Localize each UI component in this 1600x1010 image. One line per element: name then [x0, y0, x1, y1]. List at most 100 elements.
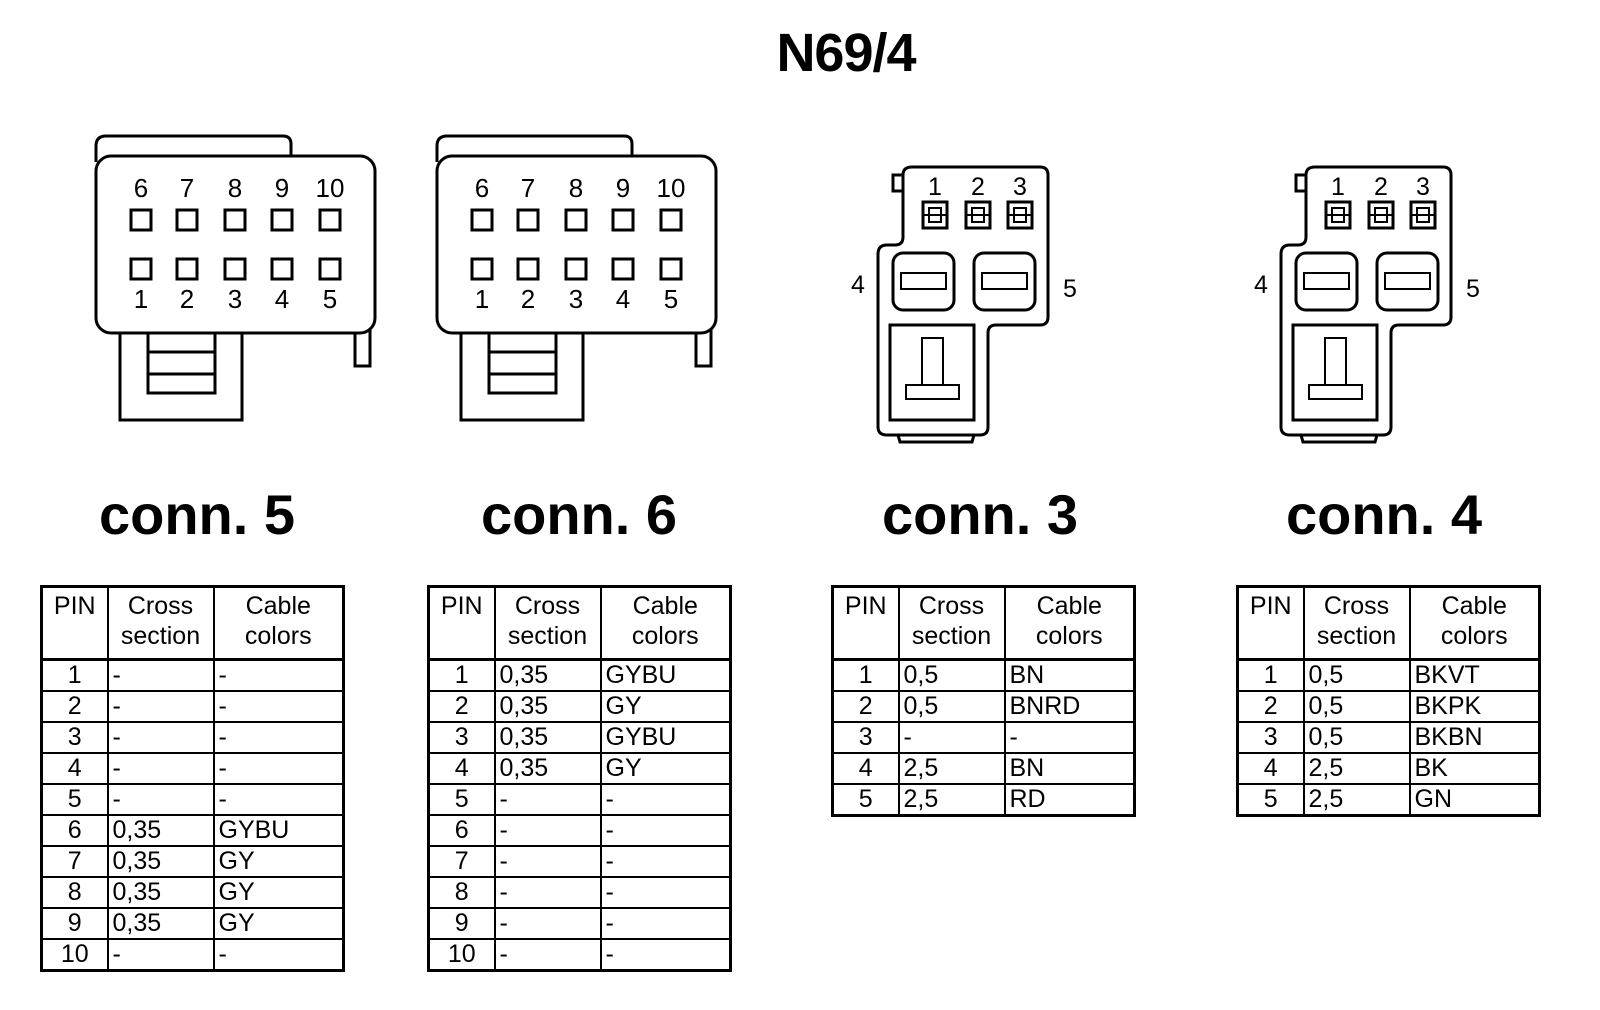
- cross-section-cell: -: [493, 938, 602, 972]
- pin-cell: 7: [427, 845, 496, 878]
- pin-cell: 10: [40, 938, 109, 972]
- cross-section-cell: 2,5: [1302, 752, 1411, 785]
- cross-section-cell: -: [897, 721, 1006, 754]
- pin-number-label: 5: [1063, 275, 1077, 303]
- pin-number-label: 4: [275, 284, 289, 314]
- pin-number-label: 1: [928, 173, 942, 201]
- pin-cell: 2: [40, 690, 109, 723]
- cable-color-cell: -: [212, 690, 345, 723]
- cable-color-cell: -: [212, 938, 345, 972]
- table-row: 6--: [427, 814, 732, 847]
- cross-section-cell: 2,5: [1302, 783, 1411, 817]
- cross-section-header: Cross section: [106, 585, 215, 661]
- pin-cell: 4: [427, 752, 496, 785]
- cable-color-cell: GY: [212, 907, 345, 940]
- pin-number-label: 3: [1013, 173, 1027, 201]
- cable-color-cell: -: [212, 721, 345, 754]
- table-row: 7--: [427, 845, 732, 878]
- cable-color-cell: BKVT: [1408, 658, 1541, 692]
- cross-section-cell: 0,5: [1302, 721, 1411, 754]
- cross-section-header: Cross section: [897, 585, 1006, 661]
- cross-section-cell: 0,5: [1302, 658, 1411, 692]
- cross-section-cell: 0,35: [106, 845, 215, 878]
- cross-section-cell: -: [106, 938, 215, 972]
- cross-section-header: Cross section: [1302, 585, 1411, 661]
- connector-3-name: conn. 3: [881, 483, 1079, 546]
- cable-color-cell: GY: [599, 690, 732, 723]
- cross-section-cell: 0,35: [493, 690, 602, 723]
- table-row: 2--: [40, 690, 345, 723]
- cable-colors-header: Cable colors: [1408, 585, 1541, 661]
- pin-cavity: [270, 208, 294, 232]
- pin-cell: 6: [40, 814, 109, 847]
- pin-cavity: [223, 257, 247, 281]
- cable-color-cell: BKPK: [1408, 690, 1541, 723]
- pin-cell: 5: [40, 783, 109, 816]
- cable-color-cell: -: [599, 907, 732, 940]
- cross-section-cell: 0,35: [106, 814, 215, 847]
- connector-body: [435, 154, 718, 335]
- cross-section-cell: 0,35: [106, 907, 215, 940]
- pin-header: PIN: [831, 585, 900, 661]
- cable-color-cell: BKBN: [1408, 721, 1541, 754]
- cross-section-cell: -: [106, 752, 215, 785]
- connector-bottom-latch: [459, 333, 585, 422]
- cable-colors-header: Cable colors: [1003, 585, 1136, 661]
- pin-cavity: [611, 208, 635, 232]
- pin-number-label: 2: [521, 284, 535, 314]
- pin-cavity: [175, 208, 199, 232]
- pin-cavity: [318, 257, 342, 281]
- cable-color-cell: GYBU: [599, 658, 732, 692]
- connector-body: [1279, 165, 1453, 437]
- table-row: 4--: [40, 752, 345, 785]
- connector-body: [876, 165, 1050, 437]
- cable-color-cell: GY: [212, 845, 345, 878]
- connector-locking-slot: [1291, 323, 1379, 422]
- pin-cavity: [223, 208, 247, 232]
- table-row: 8--: [427, 876, 732, 909]
- pin-cavity: [470, 257, 494, 281]
- pin-number-label: 6: [475, 173, 489, 203]
- pin-cavity: [564, 208, 588, 232]
- pin-number-label: 3: [1416, 173, 1430, 201]
- pin-cavity: [175, 257, 199, 281]
- pin-cavity: [611, 257, 635, 281]
- cross-section-cell: -: [493, 845, 602, 878]
- cross-section-header: Cross section: [493, 585, 602, 661]
- cable-color-cell: -: [212, 752, 345, 785]
- cross-section-cell: -: [106, 658, 215, 692]
- table-row: 9--: [427, 907, 732, 940]
- cable-color-cell: -: [1003, 721, 1136, 754]
- pin-number-label: 9: [275, 173, 289, 203]
- pin-number-label: 4: [616, 284, 630, 314]
- table-row: 3--: [831, 721, 1136, 754]
- cable-color-cell: BN: [1003, 658, 1136, 692]
- pin-cell: 5: [831, 783, 900, 817]
- cable-colors-header: Cable colors: [212, 585, 345, 661]
- pin-cell: 2: [1236, 690, 1305, 723]
- connector-back-tab: [94, 134, 293, 162]
- pin-number-label: 1: [475, 284, 489, 314]
- connector-locking-slot: [888, 323, 976, 422]
- pin-number-label: 10: [657, 173, 686, 203]
- connector-4-name: conn. 4: [1285, 483, 1483, 546]
- pin-cell: 6: [427, 814, 496, 847]
- pin-cavity: [516, 257, 540, 281]
- cross-section-cell: -: [106, 721, 215, 754]
- connector-right-latch: [353, 322, 372, 368]
- pin-cell: 1: [40, 658, 109, 692]
- pin-cell: 8: [40, 876, 109, 909]
- connector-bottom-lip: [1299, 434, 1379, 444]
- pin-cell: 10: [427, 938, 496, 972]
- pin-cell: 3: [831, 721, 900, 754]
